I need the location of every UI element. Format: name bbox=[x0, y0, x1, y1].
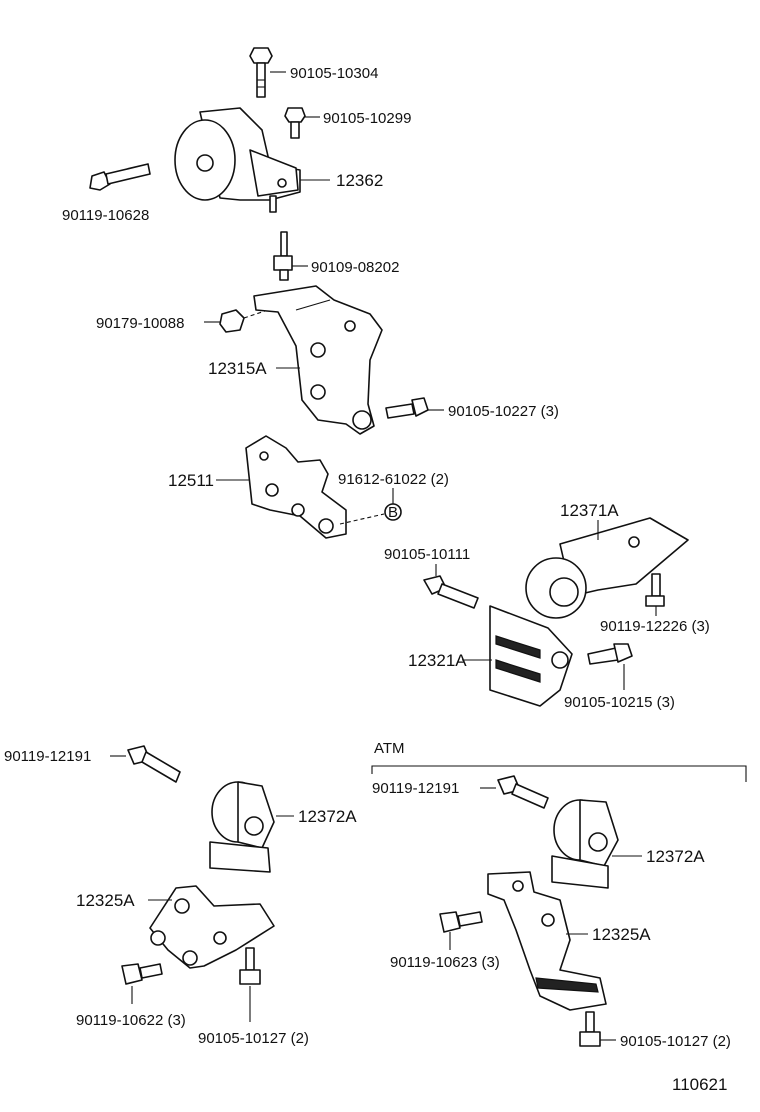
bolt-90105-10111 bbox=[423, 575, 479, 609]
label-90119-12226: 90119-12226 (3) bbox=[600, 618, 710, 635]
engine-mount-12371A bbox=[525, 517, 689, 619]
label-90119-12191-left: 90119-12191 bbox=[4, 748, 91, 765]
reference-b-text: B bbox=[388, 504, 398, 521]
label-12371A: 12371A bbox=[560, 501, 619, 520]
label-12315A: 12315A bbox=[208, 359, 267, 378]
diagram-code: 110621 bbox=[672, 1075, 727, 1094]
bolt-90119-12191-atm bbox=[497, 775, 549, 809]
bolt-90119-10622 bbox=[121, 963, 163, 985]
bolt-90119-10628 bbox=[89, 163, 151, 191]
label-12325A-atm: 12325A bbox=[592, 925, 651, 944]
label-90105-10304: 90105-10304 bbox=[290, 65, 378, 82]
label-12321A: 12321A bbox=[408, 651, 467, 670]
label-90119-10623: 90119-10623 (3) bbox=[390, 954, 500, 971]
label-90105-10299: 90105-10299 bbox=[323, 110, 411, 127]
label-91612-61022: 91612-61022 (2) bbox=[338, 471, 449, 488]
bolt-90119-12226 bbox=[645, 573, 665, 607]
atm-heading: ATM bbox=[374, 740, 405, 757]
bolt-90105-10127-left bbox=[239, 947, 261, 985]
label-90105-10127-atm: 90105-10127 (2) bbox=[620, 1033, 731, 1050]
bolt-90105-10304 bbox=[249, 47, 273, 98]
label-90105-10111: 90105-10111 bbox=[384, 546, 470, 563]
bolt-90105-10127-atm bbox=[579, 1011, 601, 1047]
label-12325A-left: 12325A bbox=[76, 891, 135, 910]
engine-mount-12372A-atm bbox=[551, 799, 619, 889]
nut-90179-10088 bbox=[219, 309, 245, 333]
label-90105-10127-left: 90105-10127 (2) bbox=[198, 1030, 309, 1047]
bracket-12511 bbox=[245, 435, 347, 539]
label-90119-10622: 90119-10622 (3) bbox=[76, 1012, 186, 1029]
bolt-90119-10623 bbox=[439, 911, 483, 933]
engine-mount-12321A bbox=[489, 605, 573, 707]
label-12372A-atm: 12372A bbox=[646, 847, 705, 866]
bolt-90105-10227 bbox=[385, 397, 429, 419]
engine-mount-12372A-left bbox=[209, 781, 275, 873]
label-90105-10227: 90105-10227 (3) bbox=[448, 403, 559, 420]
label-90109-08202: 90109-08202 bbox=[311, 259, 399, 276]
label-90179-10088: 90179-10088 bbox=[96, 315, 184, 332]
bracket-12325A-atm bbox=[487, 871, 607, 1011]
bracket-12325A-left bbox=[149, 885, 275, 969]
bolt-90105-10299 bbox=[284, 107, 306, 139]
label-12511: 12511 bbox=[168, 471, 214, 490]
label-90119-12191-atm: 90119-12191 bbox=[372, 780, 459, 797]
bolt-90105-10215 bbox=[587, 643, 633, 665]
label-90119-10628: 90119-10628 bbox=[62, 207, 149, 224]
atm-bracket-line bbox=[371, 765, 747, 782]
engine-mount-12362 bbox=[174, 107, 301, 213]
label-90105-10215: 90105-10215 (3) bbox=[564, 694, 675, 711]
label-12362: 12362 bbox=[336, 171, 383, 190]
label-12372A-left: 12372A bbox=[298, 807, 357, 826]
bolt-90119-12191-left bbox=[127, 745, 181, 783]
stud-90109-08202 bbox=[273, 231, 293, 281]
bracket-12315A bbox=[253, 285, 383, 435]
